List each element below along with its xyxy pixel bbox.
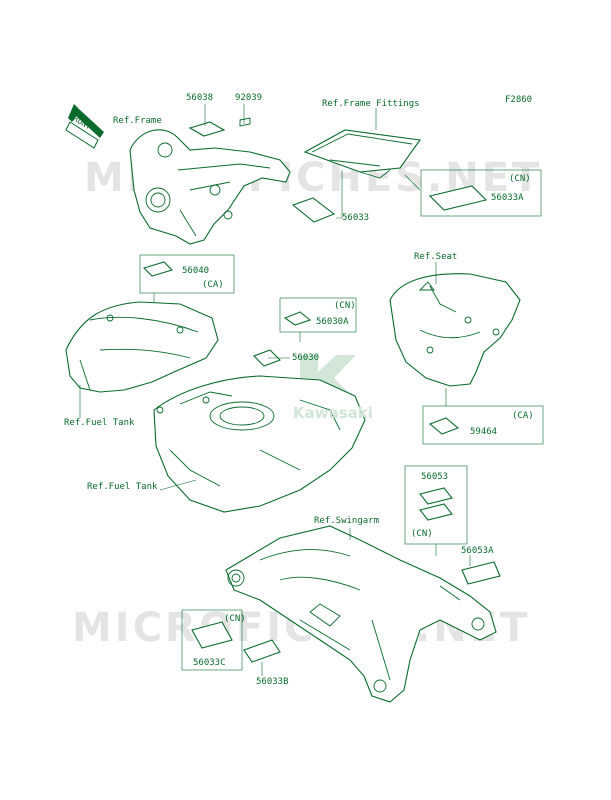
- part-56033B: 56033B: [256, 677, 289, 687]
- fuel-tank-drawing: [153, 375, 366, 513]
- part-56053-cn: (CN): [411, 529, 433, 539]
- fuel-tank-cover-drawing: [65, 301, 219, 393]
- seat-drawing: [389, 273, 521, 387]
- part-92039: 92039: [235, 93, 263, 103]
- ref-fuel-tank-2: Ref.Fuel Tank: [87, 482, 158, 492]
- frame-fittings-drawing: [303, 129, 421, 179]
- ref-swingarm: Ref.Swingarm: [314, 516, 380, 526]
- part-56053: 56053: [421, 472, 449, 482]
- part-56030-shape: [253, 349, 281, 367]
- part-59464-ca: (CA): [512, 411, 534, 421]
- part-56053A: 56053A: [461, 546, 494, 556]
- part-56038: 56038: [186, 93, 214, 103]
- part-56033A-cn: (CN): [509, 174, 531, 184]
- frame-drawing: [129, 129, 291, 245]
- ref-frame-fittings: Ref.Frame Fittings: [322, 99, 420, 109]
- part-59464: 59464: [470, 427, 498, 437]
- part-56033C: 56033C: [193, 658, 226, 668]
- ref-frame: Ref.Frame: [113, 116, 162, 126]
- part-56033-shape: [291, 197, 336, 223]
- part-56030A-cn: (CN): [334, 301, 356, 311]
- part-56038-shape: [188, 121, 226, 137]
- part-56040-ca: (CA): [202, 280, 224, 290]
- part-56030A: 56030A: [316, 317, 349, 327]
- swingarm-drawing: [225, 525, 497, 703]
- part-56033A: 56033A: [491, 193, 524, 203]
- part-56033C-cn: (CN): [224, 614, 246, 624]
- figure-code: F2860: [505, 95, 533, 105]
- part-56033: 56033: [342, 213, 370, 223]
- part-56040: 56040: [182, 266, 210, 276]
- kawasaki-logo-text: Kawasaki: [293, 404, 373, 422]
- front-arrow-icon: [65, 104, 104, 149]
- part-56030: 56030: [292, 353, 320, 363]
- ref-fuel-tank-1: Ref.Fuel Tank: [64, 418, 135, 428]
- ref-seat: Ref.Seat: [414, 252, 458, 262]
